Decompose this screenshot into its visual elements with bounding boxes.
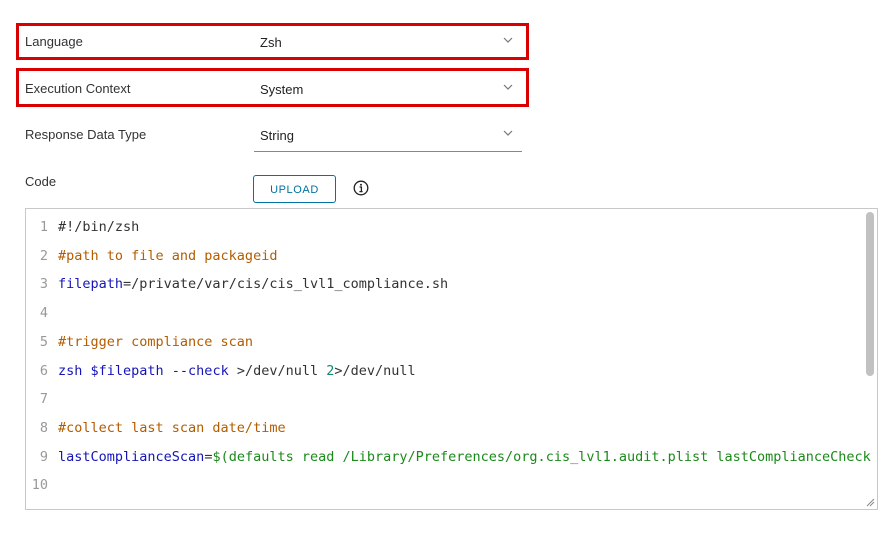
scrollbar-thumb[interactable] [866,212,874,376]
code-text: filepath=/private/var/cis/cis_lvl1_compl… [58,276,448,292]
code-text: #trigger compliance scan [58,334,253,350]
code-token: filepath [58,276,124,293]
code-token: =/private/var/cis/cis_lvl1_compliance.sh [123,276,449,293]
code-label: Code [25,174,57,189]
code-line[interactable]: 10 [26,477,861,506]
response-data-type-row: Response Data Type String [25,119,523,152]
execution-context-highlight-box [16,68,529,107]
line-number: 3 [39,276,48,293]
code-text: lastComplianceScan=$(defaults read /Libr… [58,449,871,465]
chevron-down-icon [503,37,513,43]
chevron-down-icon [503,130,513,136]
code-line[interactable]: 9 lastComplianceScan=$(defaults read /Lib… [26,448,871,478]
code-token: #collect last scan date/time [58,419,286,436]
code-token: 2 [326,362,335,379]
code-line[interactable]: 4 [26,305,861,334]
code-token: zsh [58,362,91,379]
vertical-scrollbar[interactable] [866,212,874,496]
code-token: = [204,448,213,465]
code-line[interactable]: 5 #trigger compliance scan [26,334,861,363]
code-line[interactable]: 8 #collect last scan date/time [26,420,861,449]
chevron-down-icon [503,84,513,90]
code-text: zsh $filepath --check >/dev/null 2>/dev/… [58,363,416,379]
code-text: #!/bin/zsh [58,219,139,235]
line-number: 6 [39,362,48,379]
code-line[interactable]: 1 #!/bin/zsh [26,219,861,248]
code-token: $(defaults read /Library/Preferences/org… [212,448,871,465]
code-line[interactable]: 7 [26,391,861,420]
code-token: #!/bin/zsh [58,219,140,235]
code-text: #collect last scan date/time [58,420,286,436]
code-token: >/dev/null [228,362,327,379]
line-number: 7 [39,391,48,408]
code-text: #path to file and packageid [58,248,277,264]
code-token: >/dev/null [334,362,416,379]
line-number: 9 [39,448,48,465]
info-icon[interactable] [353,180,369,196]
response-data-type-select[interactable]: String [254,119,522,152]
code-line[interactable]: 6 zsh $filepath --check >/dev/null 2>/dev… [26,363,861,392]
language-value: Zsh [260,35,282,50]
language-highlight-box [16,23,529,60]
line-number: 5 [39,333,48,350]
upload-button[interactable]: UPLOAD [253,175,336,203]
line-number: 1 [39,219,48,235]
code-token: $filepath [90,362,164,379]
code-token: --check [163,362,229,379]
code-lines: 1 #!/bin/zsh 2 #path to file and packageid 3… [26,209,871,495]
language-label: Language [25,34,83,49]
line-number: 8 [39,419,48,436]
code-line[interactable]: 3 filepath=/private/var/cis/cis_lvl1_comp… [26,276,861,305]
line-number: 2 [39,247,48,264]
response-data-type-label: Response Data Type [25,127,147,142]
response-data-type-value: String [260,128,294,143]
line-number: 10 [31,477,48,494]
code-editor[interactable]: 1 #!/bin/zsh 2 #path to file and packageid 3… [25,208,878,510]
resize-grip-icon[interactable] [865,497,875,507]
code-line[interactable]: 2 #path to file and packageid [26,248,861,277]
execution-context-value: System [260,82,304,97]
code-token: #path to file and packageid [58,247,278,264]
line-number: 4 [39,305,48,322]
code-token: #trigger compliance scan [58,333,254,350]
execution-context-label: Execution Context [25,81,131,96]
code-token: lastComplianceScan [58,448,205,465]
